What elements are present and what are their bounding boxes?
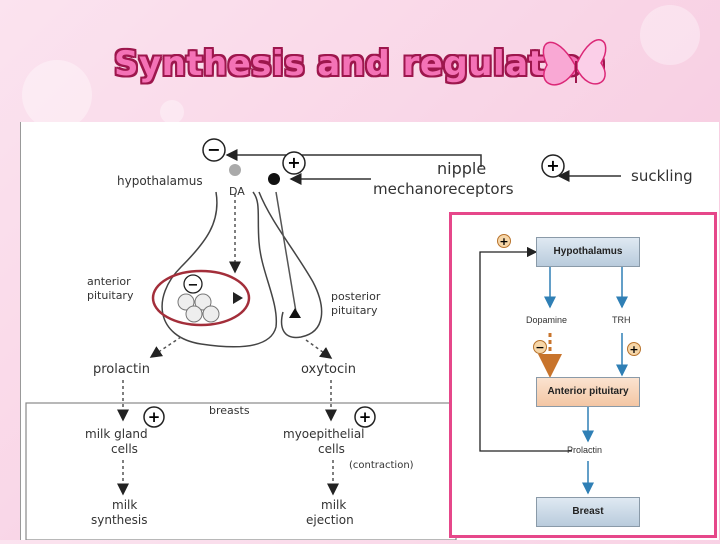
inset-arrows — [479, 246, 628, 495]
minus-circle-top: − — [202, 138, 226, 162]
dopamine-label: Dopamine — [526, 315, 568, 325]
hypothalamus-node — [229, 164, 241, 176]
inset-flowchart: Hypothalamus Dopamine TRH Anterior pitui… — [449, 212, 717, 538]
plus-icon: + — [497, 234, 511, 248]
posterior-node — [289, 308, 301, 318]
mechanoreceptors-label: mechanoreceptors — [373, 180, 514, 198]
hypothalamus-label: hypothalamus — [117, 174, 203, 188]
synthesis-label: synthesis — [91, 513, 148, 527]
minus-sign: − — [207, 140, 220, 159]
slide-title: Synthesis and regulation — [113, 44, 607, 84]
oxytocin-label: oxytocin — [301, 362, 356, 377]
plus-sign: + — [148, 408, 161, 426]
milk-label: milk — [112, 498, 137, 512]
oxytocin-axon — [275, 191, 297, 313]
milk-gland-label: milk gland — [85, 427, 148, 441]
butterfly-icon — [542, 39, 607, 86]
minus-sign: − — [188, 278, 199, 293]
plus-sign: + — [629, 343, 638, 356]
ejection-label: ejection — [306, 513, 354, 527]
plus-sign: + — [359, 408, 372, 426]
pituitary-label: pituitary — [331, 304, 378, 317]
plus-icon: + — [627, 342, 641, 356]
pituitary-outline — [161, 191, 278, 348]
bokeh-decoration — [22, 60, 92, 130]
da-label: DA — [229, 185, 245, 198]
contraction-label: (contraction) — [349, 460, 414, 471]
anterior-label: anterior — [87, 275, 131, 288]
prolactin-label: Prolactin — [567, 445, 603, 455]
nipple-label: nipple — [437, 159, 486, 178]
suckling-label: suckling — [631, 167, 693, 185]
minus-sign: − — [535, 341, 544, 354]
prolactin-feedback-arrow — [479, 246, 572, 452]
posterior-label: posterior — [331, 290, 381, 303]
breasts-label: breasts — [209, 404, 250, 417]
plus-circle-nipple: + — [282, 151, 306, 175]
plus-circle-myo: + — [354, 406, 376, 428]
bokeh-decoration — [640, 5, 700, 65]
cells-label: cells — [318, 442, 345, 456]
posterior-pituitary-outline — [258, 191, 323, 339]
lactation-diagram: − + + hypothalamus DA nipple mechanorece… — [25, 138, 693, 541]
anterior-pituitary-box: Anterior pituitary — [536, 377, 640, 407]
prolactin-label: prolactin — [93, 362, 150, 377]
prolactin-arrow — [149, 336, 182, 358]
myoepithelial-label: myoepithelial — [283, 427, 365, 441]
bokeh-decoration — [160, 100, 184, 124]
oxytocin-arrow — [305, 339, 333, 359]
hypothalamus-box: Hypothalamus — [536, 237, 640, 267]
plus-circle-gland: + — [143, 406, 165, 428]
neuron-node — [268, 173, 280, 185]
cells-label: cells — [111, 442, 138, 456]
anterior-pituitary-highlight: − — [151, 269, 251, 327]
plus-sign: + — [499, 235, 508, 248]
trh-label: TRH — [612, 315, 631, 325]
plus-sign: + — [546, 156, 559, 175]
minus-icon: − — [533, 340, 547, 354]
pituitary-label: pituitary — [87, 289, 134, 302]
plus-circle-suckling: + — [541, 154, 565, 178]
plus-sign: + — [287, 153, 300, 172]
milk-label: milk — [321, 498, 346, 512]
feedback-arrow — [225, 149, 482, 167]
breast-box: Breast — [536, 497, 640, 527]
